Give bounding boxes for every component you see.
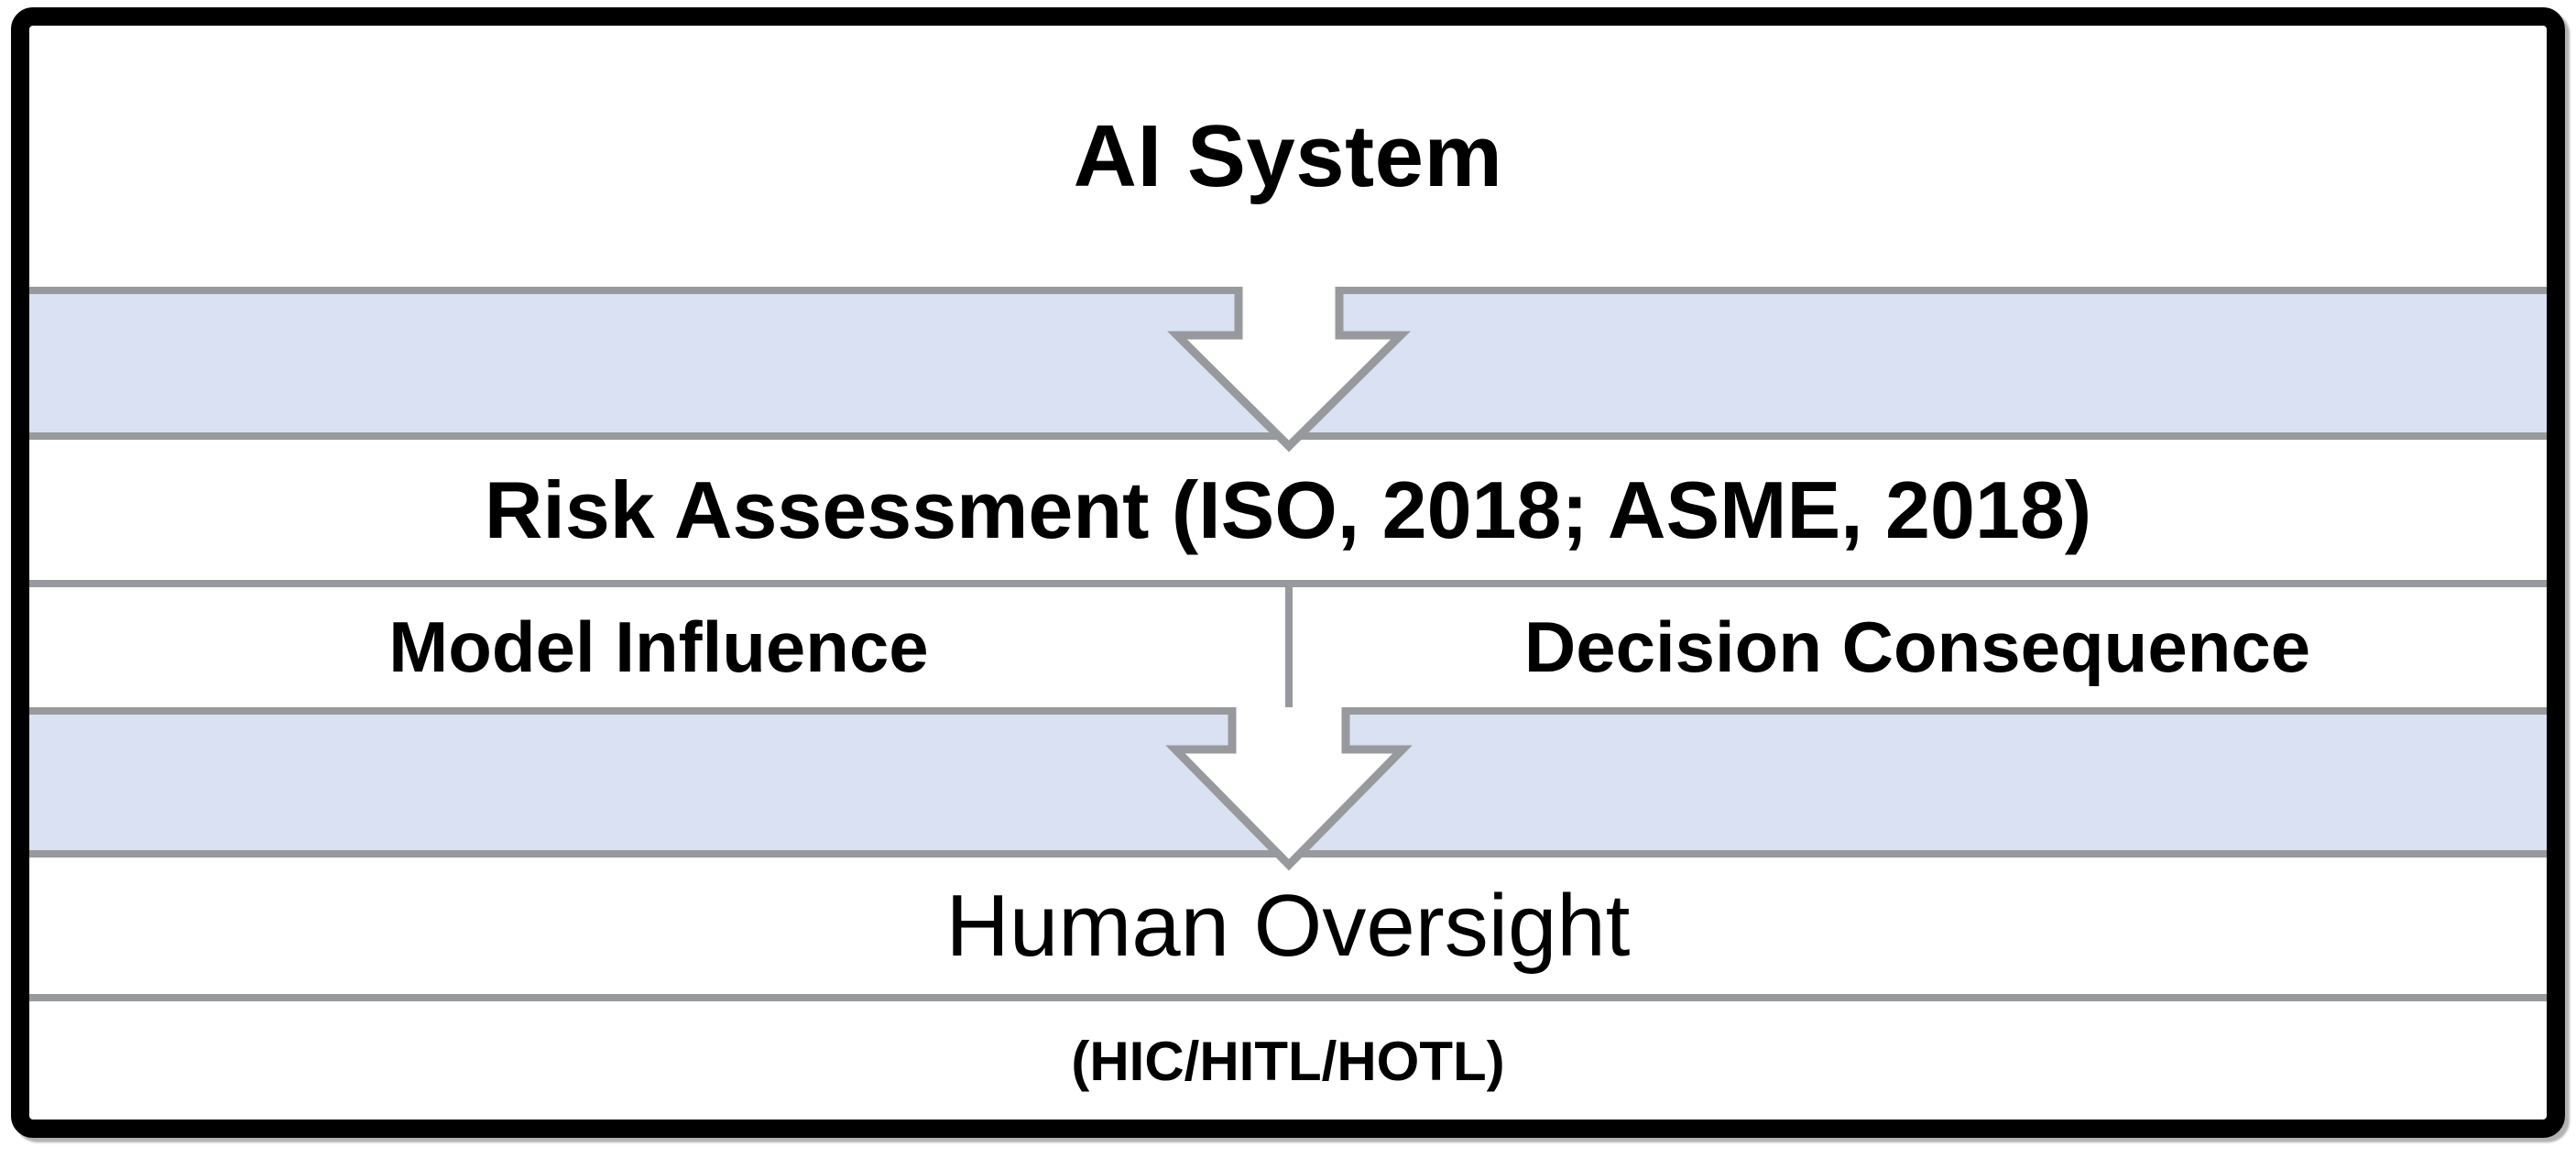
arrow-band-bottom <box>29 707 2547 858</box>
model-influence-label: Model Influence <box>388 606 929 687</box>
model-influence-cell: Model Influence <box>29 587 1288 707</box>
risk-assessment-label: Risk Assessment (ISO, 2018; ASME, 2018) <box>484 464 2092 555</box>
decision-consequence-cell: Decision Consequence <box>1288 587 2547 707</box>
decision-consequence-label: Decision Consequence <box>1523 606 2311 687</box>
section-human-oversight: Human Oversight <box>29 858 2547 994</box>
section-risk-assessment: Risk Assessment (ISO, 2018; ASME, 2018) <box>29 440 2547 580</box>
section-hic-hitl-hotl: (HIC/HITL/HOTL) <box>29 994 2547 1120</box>
arrow-band-top <box>29 287 2547 440</box>
ai-system-label: AI System <box>1073 106 1503 205</box>
human-oversight-label: Human Oversight <box>945 876 1631 975</box>
hic-hitl-hotl-label: (HIC/HITL/HOTL) <box>1071 1030 1505 1092</box>
section-ai-system: AI System <box>29 26 2547 287</box>
section-risk-factors: Model Influence Decision Consequence <box>29 580 2547 707</box>
